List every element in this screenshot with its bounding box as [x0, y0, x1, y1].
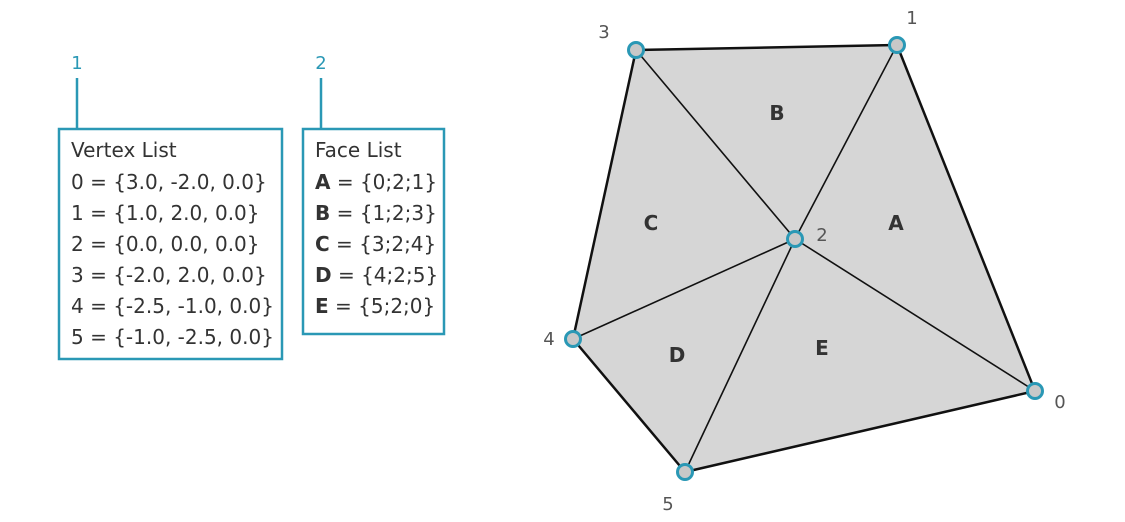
- mesh-edge-2-3: [635, 49, 796, 240]
- face-label-c: C: [644, 211, 659, 235]
- vertex-list-callout: 1: [71, 53, 83, 128]
- mesh-face-c: [573, 50, 795, 339]
- vertex-label-5: 5: [662, 494, 673, 515]
- vertex-list-box: Vertex List 0 = {3.0, -2.0, 0.0} 1 = {1.…: [57, 127, 284, 361]
- vertex-marker-4: [564, 330, 582, 348]
- mesh-edge-2-4: [572, 238, 796, 340]
- face-label-e: E: [815, 336, 829, 360]
- vertex-marker-2: [786, 230, 804, 248]
- mesh-face-a: [795, 45, 1035, 391]
- vertex-list-row: 0 = {3.0, -2.0, 0.0}: [71, 170, 267, 194]
- face-list-callout-number: 2: [315, 53, 326, 74]
- face-list-row: B = {1;2;3}: [315, 201, 437, 225]
- mesh-edge-2-5: [684, 238, 796, 473]
- mesh-edge-4-5: [572, 338, 686, 473]
- face-list-frame: [301, 127, 446, 336]
- vertex-list-row: 2 = {0.0, 0.0, 0.0}: [71, 232, 260, 256]
- face-list-value: = {5;2;0}: [329, 294, 436, 318]
- vertex-label-3: 3: [598, 22, 609, 43]
- face-list-box: Face List A = {0;2;1} B = {1;2;3} C = {3…: [301, 127, 446, 336]
- face-list-key: D: [315, 263, 332, 287]
- vertex-list-row: 1 = {1.0, 2.0, 0.0}: [71, 201, 260, 225]
- face-list-value: = {0;2;1}: [330, 170, 437, 194]
- mesh-faces: [573, 45, 1035, 472]
- mesh-face-labels: A B C D E: [644, 101, 905, 367]
- face-list-value: = {4;2;5}: [332, 263, 439, 287]
- vertex-list-callout-number: 1: [71, 53, 82, 74]
- mesh-vertices: [564, 36, 1044, 481]
- mesh-edge-0-1: [895, 44, 1037, 392]
- vertex-list-row: 4 = {-2.5, -1.0, 0.0}: [71, 294, 274, 318]
- vertex-list-frame: [57, 127, 284, 361]
- face-list-key: E: [315, 294, 329, 318]
- mesh-face-e: [685, 239, 1035, 472]
- vertex-label-4: 4: [543, 329, 554, 350]
- mesh-vertex-labels: 0 1 2 3 4 5: [543, 8, 1065, 515]
- face-list-key: C: [315, 232, 330, 256]
- mesh-face-d: [573, 239, 795, 472]
- mesh-edge-0-2: [794, 238, 1036, 392]
- mesh-face-b: [636, 45, 897, 239]
- vertex-marker-1: [888, 36, 906, 54]
- vertex-label-1: 1: [906, 8, 917, 29]
- mesh-edge-1-3: [635, 43, 898, 52]
- vertex-marker-5: [676, 463, 694, 481]
- face-list-value: = {3;2;4}: [330, 232, 437, 256]
- face-label-a: A: [888, 211, 904, 235]
- vertex-list-row: 5 = {-1.0, -2.5, 0.0}: [71, 325, 274, 349]
- face-list-title: Face List: [315, 138, 402, 162]
- mesh-edges: [571, 43, 1037, 474]
- face-list-callout: 2: [315, 53, 327, 128]
- face-list-value: = {1;2;3}: [330, 201, 437, 225]
- vertex-list-row: 3 = {-2.0, 2.0, 0.0}: [71, 263, 267, 287]
- face-list-row: D = {4;2;5}: [315, 263, 438, 287]
- vertex-list-title: Vertex List: [71, 138, 177, 162]
- face-list-key: A: [315, 170, 331, 194]
- face-label-d: D: [669, 343, 686, 367]
- face-label-b: B: [769, 101, 784, 125]
- vertex-label-0: 0: [1054, 392, 1065, 413]
- face-list-row: E = {5;2;0}: [315, 294, 435, 318]
- face-list-row: C = {3;2;4}: [315, 232, 436, 256]
- face-list-row: A = {0;2;1}: [315, 170, 437, 194]
- face-list-key: B: [315, 201, 330, 225]
- vertex-marker-0: [1026, 382, 1044, 400]
- vertex-marker-3: [627, 41, 645, 59]
- mesh-edge-0-5: [684, 389, 1036, 474]
- vertex-label-2: 2: [816, 225, 827, 246]
- mesh-edge-3-4: [571, 49, 638, 340]
- mesh-edge-1-2: [794, 44, 898, 240]
